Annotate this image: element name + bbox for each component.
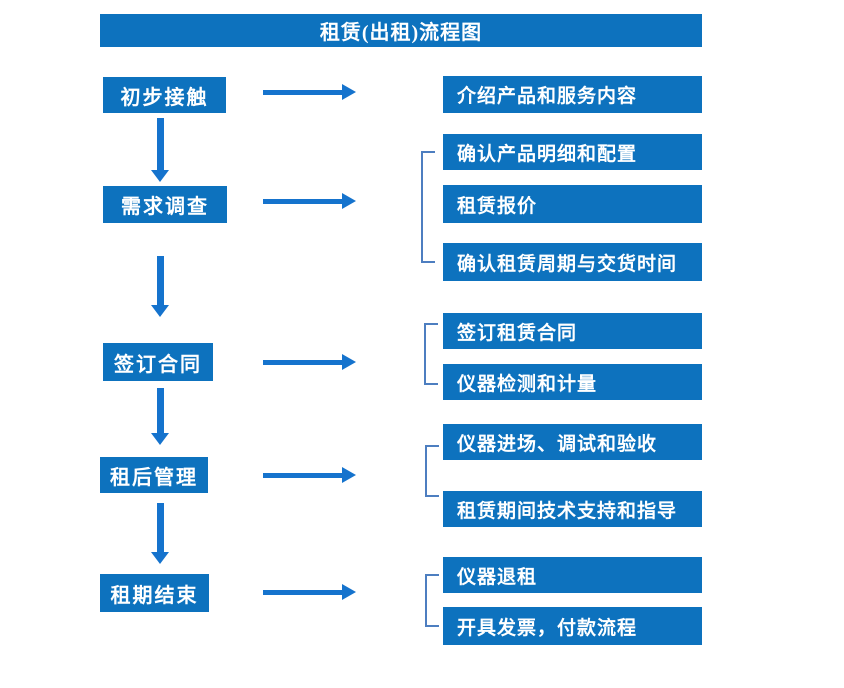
output-box-4-2: 租赁期间技术支持和指导 — [443, 491, 702, 527]
group-bracket — [425, 574, 439, 627]
down-arrow-head — [151, 433, 169, 445]
group-bracket — [424, 323, 438, 385]
down-arrow-shaft — [156, 118, 164, 170]
group-bracket — [425, 445, 439, 497]
step-box-rental-end: 租期结束 — [100, 574, 209, 612]
right-arrow-shaft — [263, 199, 343, 204]
down-arrow-head — [151, 305, 169, 317]
right-arrow — [263, 193, 356, 210]
right-arrow-head — [342, 467, 356, 483]
down-arrow — [151, 118, 169, 182]
right-arrow-shaft — [263, 90, 343, 95]
right-arrow — [263, 584, 356, 601]
down-arrow — [151, 388, 169, 445]
right-arrow-head — [342, 193, 356, 209]
down-arrow-head — [151, 170, 169, 182]
down-arrow-head — [151, 552, 169, 564]
step-box-post-rental-management: 租后管理 — [100, 457, 208, 493]
output-box-5-2: 开具发票，付款流程 — [443, 607, 702, 645]
right-arrow — [263, 84, 356, 101]
output-box-3-2: 仪器检测和计量 — [443, 364, 702, 400]
flowchart-title: 租赁(出租)流程图 — [100, 14, 702, 47]
right-arrow-head — [342, 584, 356, 600]
right-arrow-shaft — [263, 473, 343, 478]
output-box-2-2: 租赁报价 — [443, 185, 702, 223]
output-box-4-1: 仪器进场、调试和验收 — [443, 424, 702, 460]
output-box-1-1: 介绍产品和服务内容 — [443, 76, 702, 113]
down-arrow — [151, 503, 169, 564]
right-arrow-shaft — [263, 590, 343, 595]
step-box-sign-contract: 签订合同 — [103, 343, 213, 381]
down-arrow-shaft — [156, 503, 164, 552]
right-arrow-head — [342, 84, 356, 100]
group-bracket — [421, 151, 435, 263]
step-box-initial-contact: 初步接触 — [103, 77, 226, 113]
down-arrow-shaft — [156, 388, 164, 433]
right-arrow — [263, 467, 356, 484]
down-arrow-shaft — [156, 256, 164, 305]
output-box-2-3: 确认租赁周期与交货时间 — [443, 243, 702, 281]
step-box-demand-survey: 需求调查 — [103, 186, 227, 223]
right-arrow-head — [342, 354, 356, 370]
output-box-5-1: 仪器退租 — [443, 557, 702, 593]
output-box-2-1: 确认产品明细和配置 — [443, 134, 702, 170]
down-arrow — [151, 256, 169, 317]
output-box-3-1: 签订租赁合同 — [443, 313, 702, 349]
right-arrow — [263, 354, 356, 371]
right-arrow-shaft — [263, 360, 343, 365]
